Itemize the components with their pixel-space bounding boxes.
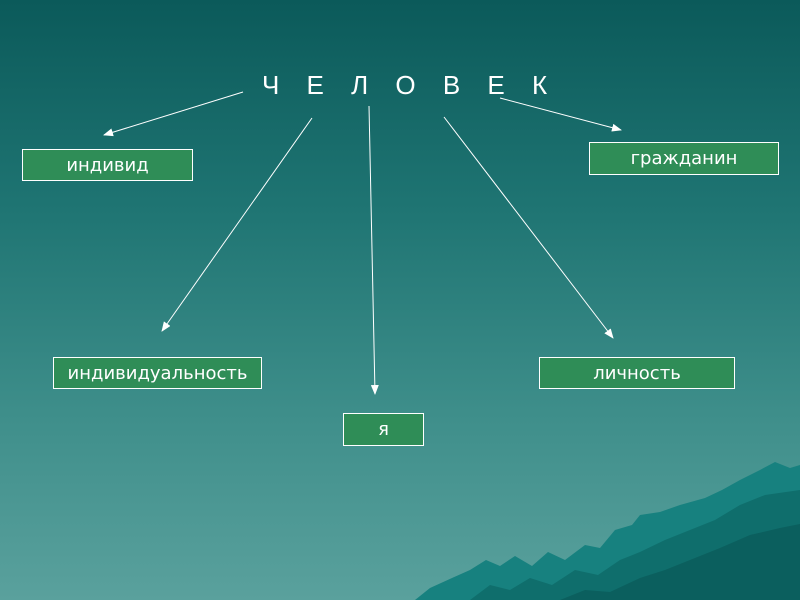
box-individualnost: индивидуальность (53, 357, 262, 389)
arrow-to-grazhdanin (499, 97, 622, 132)
arrow-to-lichnost (443, 116, 614, 339)
box-individ: индивид (22, 149, 193, 181)
box-grazhdanin: гражданин (589, 142, 779, 175)
box-lichnost: личность (539, 357, 735, 389)
diagram-title: Ч Е Л О В Е К (262, 70, 558, 100)
box-ya: я (343, 413, 424, 446)
arrow-to-individ (103, 91, 244, 137)
arrow-to-ya (368, 105, 379, 395)
arrow-to-individualnost (161, 117, 313, 332)
